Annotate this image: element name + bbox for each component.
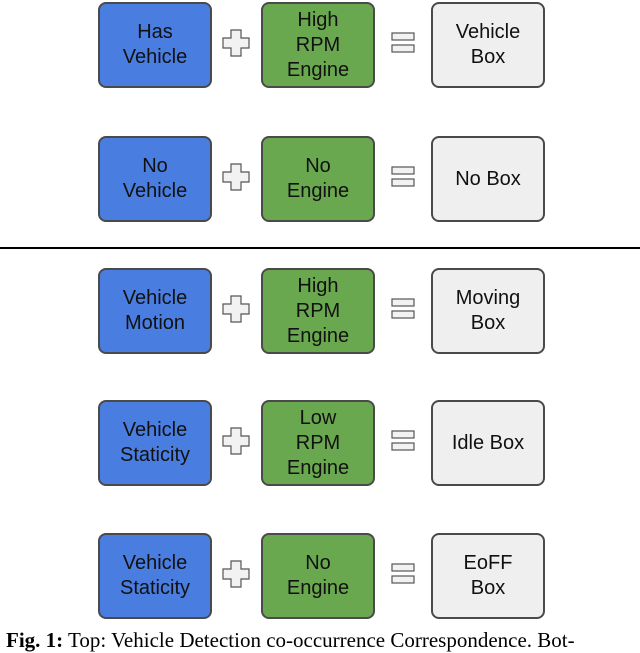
row-2: No Vehicle No Engine No Box [0,136,640,222]
row-4: Vehicle Staticity Low RPM Engine Idle Bo… [0,400,640,486]
input-box-1: Vehicle Staticity [98,533,212,619]
caption-label: Fig. 1: [6,628,64,652]
plus-icon [216,268,256,350]
plus-icon [216,2,256,84]
equals-icon [383,2,423,84]
plus-icon [216,533,256,615]
equals-icon [383,268,423,350]
equals-icon [383,136,423,218]
section-divider [0,247,640,249]
figure-caption: Fig. 1: Top: Vehicle Detection co-occurr… [6,628,640,653]
input-box-1: Has Vehicle [98,2,212,88]
result-box: Idle Box [431,400,545,486]
caption-text: Top: Vehicle Detection co-occurrence Cor… [68,628,575,652]
result-box: Vehicle Box [431,2,545,88]
input-box-2: High RPM Engine [261,2,375,88]
input-box-1: Vehicle Motion [98,268,212,354]
row-5: Vehicle Staticity No Engine EoFF Box [0,533,640,619]
result-box: No Box [431,136,545,222]
row-3: Vehicle Motion High RPM Engine Moving Bo… [0,268,640,354]
equals-icon [383,400,423,482]
input-box-1: No Vehicle [98,136,212,222]
input-box-2: High RPM Engine [261,268,375,354]
plus-icon [216,136,256,218]
input-box-1: Vehicle Staticity [98,400,212,486]
input-box-2: Low RPM Engine [261,400,375,486]
input-box-2: No Engine [261,533,375,619]
equals-icon [383,533,423,615]
result-box: Moving Box [431,268,545,354]
row-1: Has Vehicle High RPM Engine Vehicle Box [0,2,640,88]
input-box-2: No Engine [261,136,375,222]
result-box: EoFF Box [431,533,545,619]
plus-icon [216,400,256,482]
